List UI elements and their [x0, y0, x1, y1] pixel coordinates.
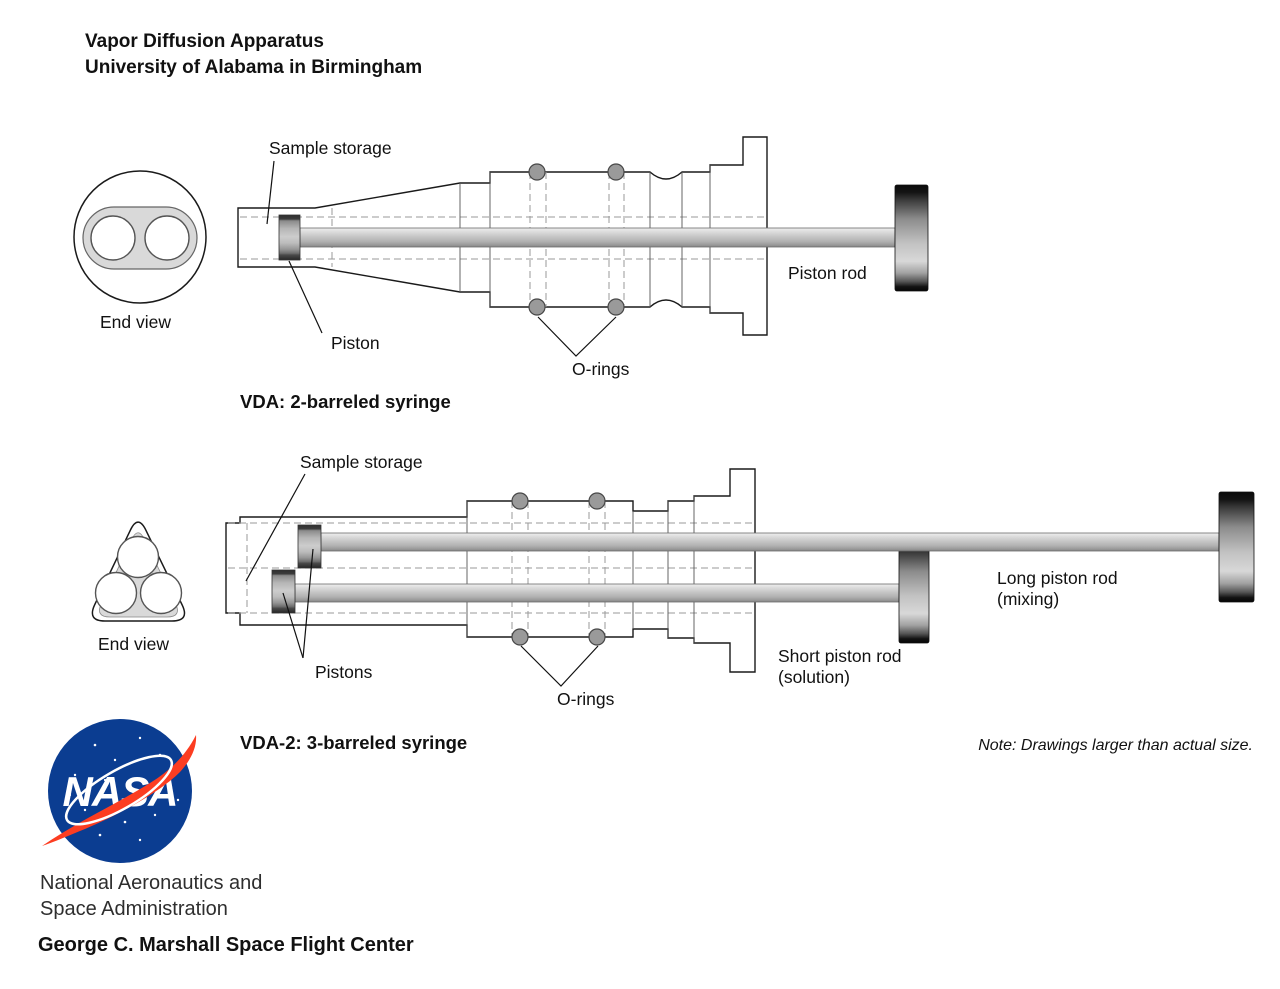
syringe2-dashed-lines — [228, 501, 755, 637]
leader-orings-1 — [537, 316, 617, 357]
syringe2-orings — [511, 492, 606, 646]
syringe-3-barrel-drawing — [225, 468, 1255, 687]
leader-orings-2 — [520, 645, 599, 687]
end-view-2-barrel — [73, 170, 207, 304]
label-piston: Piston — [331, 333, 380, 353]
label-short-piston-rod-sub: (solution) — [778, 667, 850, 687]
page-title-line2: University of Alabama in Birmingham — [85, 57, 423, 78]
bore-top — [116, 535, 160, 579]
label-orings-1: O-rings — [572, 359, 630, 379]
leader-lower-piston — [282, 592, 304, 659]
leader-sample-storage-2 — [245, 473, 306, 582]
agency-name-line1: National Aeronautics and — [40, 872, 263, 894]
label-short-piston-rod: Short piston rod — [778, 646, 902, 666]
label-end-view-1: End view — [100, 312, 172, 332]
agency-name-line2: Space Administration — [40, 898, 228, 920]
label-long-piston-rod-sub: (mixing) — [997, 589, 1060, 609]
label-sample-storage-1: Sample storage — [269, 138, 392, 158]
bore-2 — [144, 215, 190, 261]
label-sample-storage-2: Sample storage — [300, 452, 423, 472]
short-piston-rod — [294, 583, 900, 603]
bore-1 — [90, 215, 136, 261]
long-rod-handle — [1218, 491, 1255, 603]
syringe-2-barrel-drawing — [237, 136, 929, 357]
caption-vda-2-barrel: VDA: 2-barreled syringe — [240, 391, 451, 412]
end-view-3-barrel — [91, 521, 186, 622]
syringe1-orings — [528, 163, 625, 316]
caption-vda-3-barrel: VDA-2: 3-barreled syringe — [240, 732, 468, 753]
leader-piston-1 — [288, 260, 323, 334]
syringe1-leader-lines — [266, 160, 617, 357]
bore-right — [139, 571, 183, 615]
label-orings-2: O-rings — [557, 689, 615, 709]
bore-left — [94, 571, 138, 615]
label-end-view-2: End view — [98, 634, 170, 654]
short-rod-handle — [898, 537, 930, 644]
center-name: George C. Marshall Space Flight Center — [38, 934, 414, 956]
long-piston-rod — [320, 532, 1220, 552]
leader-sample-storage-1 — [266, 160, 275, 225]
size-note: Note: Drawings larger than actual size. — [978, 737, 1253, 754]
syringe2-section-lines — [466, 496, 695, 643]
lower-piston — [271, 569, 296, 614]
leader-upper-piston — [302, 548, 314, 659]
upper-piston — [297, 524, 322, 569]
syringe2-leader-lines — [245, 473, 599, 687]
piston — [278, 214, 301, 261]
syringe2-body-outline — [225, 468, 756, 673]
page-title-line1: Vapor Diffusion Apparatus — [85, 31, 324, 52]
nasa-logo: NASA — [42, 719, 197, 863]
piston-rod — [299, 227, 896, 248]
nasa-logo-orbit — [64, 754, 174, 826]
label-long-piston-rod: Long piston rod — [997, 568, 1118, 588]
label-piston-rod: Piston rod — [788, 263, 867, 283]
label-pistons: Pistons — [315, 662, 373, 682]
piston-rod-handle — [894, 184, 929, 292]
